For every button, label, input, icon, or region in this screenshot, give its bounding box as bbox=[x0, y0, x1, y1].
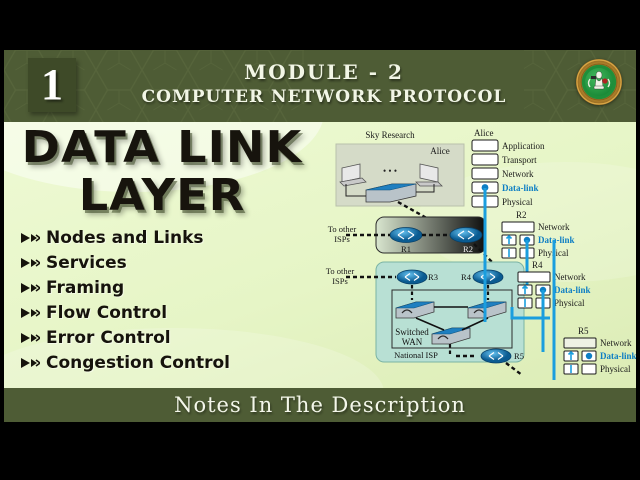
lan-ellipsis: • • • bbox=[383, 166, 397, 176]
network-diagram-svg: • • • Sky Research Alice bbox=[326, 128, 636, 380]
list-item-label: Framing bbox=[46, 278, 125, 298]
double-arrow-icon bbox=[20, 256, 42, 270]
list-item-label: Nodes and Links bbox=[46, 228, 204, 248]
svg-text:Alice: Alice bbox=[474, 128, 494, 138]
svg-text:Network: Network bbox=[554, 272, 586, 282]
lan-title: Sky Research bbox=[365, 130, 415, 140]
double-arrow-icon bbox=[20, 356, 42, 370]
svg-text:Physical: Physical bbox=[502, 197, 533, 207]
double-arrow-icon bbox=[20, 231, 42, 245]
list-item-label: Error Control bbox=[46, 328, 171, 348]
svg-text:Physical: Physical bbox=[554, 298, 585, 308]
stack-r2: Network Data-link Physical bbox=[501, 221, 575, 259]
wan-switch-right bbox=[467, 301, 507, 319]
svg-text:National ISP: National ISP bbox=[394, 350, 438, 360]
network-diagram: • • • Sky Research Alice bbox=[316, 122, 636, 388]
router-r2 bbox=[449, 227, 483, 243]
institution-emblem-icon bbox=[576, 59, 622, 105]
topic-list: Nodes and Links Services Framing bbox=[20, 228, 230, 378]
list-item: Services bbox=[20, 253, 230, 273]
stack-r5: Network Data-link Physical bbox=[563, 337, 636, 375]
wan-switch-bottom bbox=[431, 327, 471, 345]
router-r4 bbox=[472, 269, 504, 285]
page-title: DATA LINK LAYER bbox=[12, 126, 312, 218]
svg-text:Network: Network bbox=[538, 222, 570, 232]
svg-text:To other: To other bbox=[328, 224, 357, 234]
svg-text:Data-link: Data-link bbox=[600, 351, 636, 361]
svg-text:ISPs: ISPs bbox=[334, 234, 350, 244]
list-item: Nodes and Links bbox=[20, 228, 230, 248]
list-item: Congestion Control bbox=[20, 353, 230, 373]
svg-text:Switched: Switched bbox=[395, 327, 429, 337]
router-r3 bbox=[396, 269, 428, 285]
router-r1 bbox=[389, 227, 423, 243]
footer-text: Notes In The Description bbox=[174, 393, 466, 417]
svg-text:Network: Network bbox=[502, 169, 534, 179]
double-arrow-icon bbox=[20, 281, 42, 295]
page-title-line2: LAYER bbox=[78, 170, 246, 221]
stack-alice: Application Transport Network Data-link … bbox=[471, 139, 545, 208]
svg-text:ISPs: ISPs bbox=[332, 276, 348, 286]
list-item: Error Control bbox=[20, 328, 230, 348]
list-item-label: Flow Control bbox=[46, 303, 168, 323]
slide-content: 1 MODULE - 2 COMPUTER NETWORK PROTOCOL bbox=[4, 50, 636, 422]
svg-text:R4: R4 bbox=[532, 260, 543, 270]
svg-text:R4: R4 bbox=[461, 272, 472, 282]
svg-text:R5: R5 bbox=[514, 351, 524, 361]
header-titles: MODULE - 2 COMPUTER NETWORK PROTOCOL bbox=[124, 60, 524, 107]
list-item-label: Services bbox=[46, 253, 127, 273]
slide-header: 1 MODULE - 2 COMPUTER NETWORK PROTOCOL bbox=[4, 50, 636, 122]
list-item: Framing bbox=[20, 278, 230, 298]
list-item-label: Congestion Control bbox=[46, 353, 231, 373]
svg-text:R2: R2 bbox=[516, 210, 527, 220]
module-badge-number: 1 bbox=[41, 60, 63, 109]
svg-text:Data-link: Data-link bbox=[538, 235, 575, 245]
svg-text:WAN: WAN bbox=[402, 337, 423, 347]
svg-text:R5: R5 bbox=[578, 326, 589, 336]
svg-text:Physical: Physical bbox=[600, 364, 631, 374]
svg-text:R3: R3 bbox=[428, 272, 438, 282]
course-title: COMPUTER NETWORK PROTOCOL bbox=[141, 87, 507, 107]
double-arrow-icon bbox=[20, 306, 42, 320]
svg-text:To other: To other bbox=[326, 266, 355, 276]
list-item: Flow Control bbox=[20, 303, 230, 323]
module-badge: 1 bbox=[28, 58, 76, 112]
host-label: Alice bbox=[430, 146, 450, 156]
slide-footer: Notes In The Description bbox=[4, 388, 636, 422]
svg-text:Application: Application bbox=[502, 141, 545, 151]
page-title-line1: DATA LINK bbox=[21, 122, 303, 173]
slide-body: DATA LINK LAYER Nodes and Links Services bbox=[4, 122, 636, 388]
module-title: MODULE - 2 bbox=[244, 60, 404, 84]
wan-switch-left bbox=[395, 301, 435, 319]
emblem-glyph-icon bbox=[576, 59, 622, 105]
svg-text:R1: R1 bbox=[401, 244, 411, 254]
svg-text:Data-link: Data-link bbox=[554, 285, 591, 295]
router-r5 bbox=[480, 348, 512, 364]
double-arrow-icon bbox=[20, 331, 42, 345]
svg-text:R2: R2 bbox=[463, 244, 473, 254]
svg-text:Transport: Transport bbox=[502, 155, 537, 165]
svg-text:Data-link: Data-link bbox=[502, 183, 539, 193]
svg-text:Network: Network bbox=[600, 338, 632, 348]
